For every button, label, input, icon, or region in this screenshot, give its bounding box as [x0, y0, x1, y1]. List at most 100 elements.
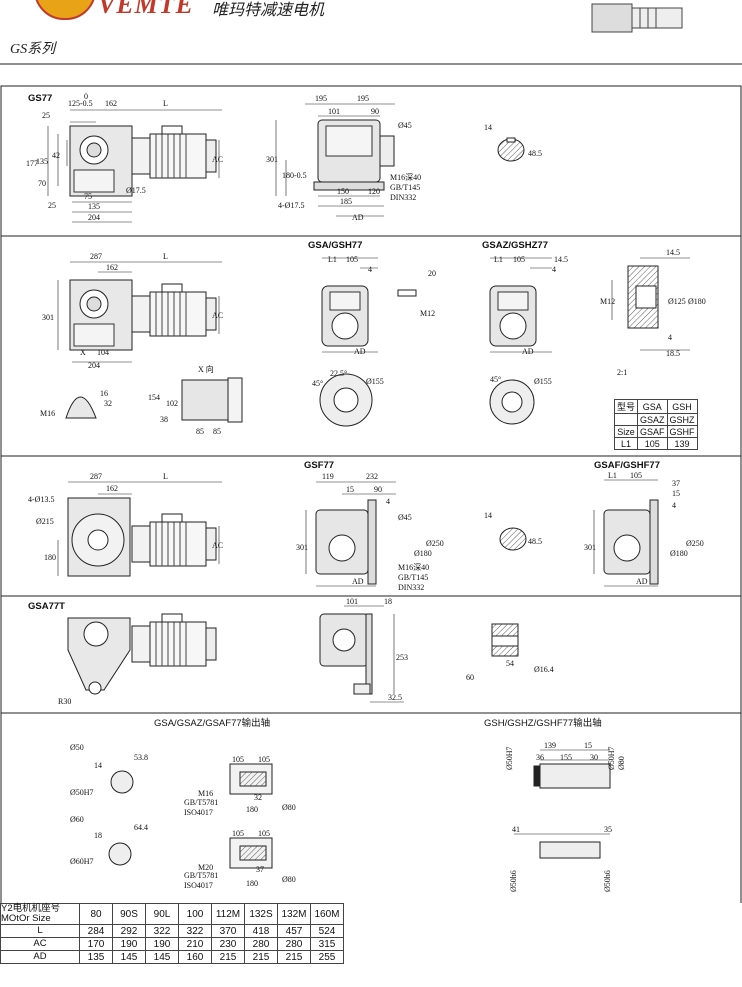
section-frames	[0, 63, 742, 903]
table-cell: GSH	[666, 399, 698, 414]
dim-180d: 180	[246, 879, 258, 888]
dim-104: 104	[97, 348, 109, 357]
dim-M16b: M16	[198, 789, 213, 798]
dim-32b: 32	[254, 793, 262, 802]
dim-d215: Ø215	[36, 517, 54, 526]
table-cell: 322	[145, 924, 179, 938]
dim-185: 185	[340, 197, 352, 206]
dim-15c: 15	[584, 741, 592, 750]
dim-180: 180-0.5	[282, 171, 307, 180]
label-solid-shaft: GSH/GSHZ/GSHF77输出轴	[484, 717, 602, 729]
dim-35: 35	[604, 825, 612, 834]
dim-64-4: 64.4	[134, 823, 148, 832]
dim-d80b: Ø80	[282, 875, 296, 884]
dim-301: 301	[266, 155, 278, 164]
size-cell: 100	[178, 903, 212, 925]
dim-d17-5: Ø17.5	[126, 186, 146, 195]
dim-d125: Ø125	[668, 297, 686, 306]
dim-41: 41	[512, 825, 520, 834]
dim-L2: L	[163, 252, 168, 261]
brand-name-chinese: 唯玛特减速电机	[212, 2, 325, 19]
dim-101: 101	[328, 107, 340, 116]
table-row: AC 170 190 190 210 230 280 280 315	[0, 937, 344, 951]
dim-177: 177	[26, 159, 38, 168]
table-cell: L1	[613, 437, 639, 450]
motor-size-table: Y2电机机座号 MOtOr Size 80 90S 90L 100 112M 1…	[0, 903, 344, 964]
dim-75: 75	[84, 192, 92, 201]
dim-d180: Ø180	[688, 297, 706, 306]
dim-301d: 301	[584, 543, 596, 552]
table-cell: 255	[310, 950, 344, 964]
dim-4: 4	[368, 265, 372, 274]
table-row: GSAZ GSHZ	[613, 413, 698, 426]
table-cell: GSAZ	[637, 413, 668, 426]
table-cell: 105	[637, 437, 668, 450]
dim-105g: 105	[258, 829, 270, 838]
dim-48-5b: 48.5	[528, 537, 542, 546]
table-row: L 284 292 322 322 370 418 457 524	[0, 924, 344, 938]
size-cell: 90S	[112, 903, 146, 925]
catalog-header: VEMTE 唯玛特减速电机 GS系列	[0, 0, 742, 64]
dim-32-5: 32.5	[388, 693, 402, 702]
dim-20: 20	[428, 269, 436, 278]
label-gsa-gsh77: GSA/GSH77	[308, 240, 362, 251]
table-cell: 370	[211, 924, 245, 938]
table-cell: GSHF	[666, 425, 698, 438]
table-cell: 160	[178, 950, 212, 964]
table-cell: 215	[211, 950, 245, 964]
dim-105: 105	[346, 255, 358, 264]
table-cell: 215	[244, 950, 278, 964]
dim-16: 16	[100, 389, 108, 398]
size-cell: 90L	[145, 903, 179, 925]
dim-204b: 204	[88, 361, 100, 370]
note-gbt145b: GB/T145	[398, 573, 428, 582]
table-header-row: Y2电机机座号 MOtOr Size 80 90S 90L 100 112M 1…	[0, 903, 344, 925]
dim-155: 155	[560, 753, 572, 762]
dim-d250b: Ø250	[686, 539, 704, 548]
dim-d16-4: Ø16.4	[534, 665, 554, 674]
dim-18: 18	[384, 597, 392, 606]
size-cell: 132M	[277, 903, 311, 925]
dim-4-d13-5: 4-Ø13.5	[28, 495, 54, 504]
dim-105d: 105	[232, 755, 244, 764]
dim-48-5: 48.5	[528, 149, 542, 158]
dim-85b: 85	[213, 427, 221, 436]
table-cell: 139	[666, 437, 698, 450]
dim-d50h6a: Ø50h6	[509, 870, 518, 892]
dim-d45b: Ø45	[398, 513, 412, 522]
table-cell: 322	[178, 924, 212, 938]
dim-d60H7: Ø60H7	[70, 857, 94, 866]
dim-AD5: AD	[636, 577, 648, 586]
dim-60: 60	[466, 673, 474, 682]
dim-15b: 15	[672, 489, 680, 498]
dim-180c: 180	[246, 805, 258, 814]
dim-L3: L	[163, 472, 168, 481]
dim-d50H7b: Ø50H7	[505, 746, 514, 770]
dim-AC2: AC	[212, 311, 223, 320]
dim-135b: 135	[88, 202, 100, 211]
dim-32: 32	[104, 399, 112, 408]
label-gsa77t: GSA77T	[28, 601, 65, 612]
dim-4e: 4	[672, 501, 676, 510]
dim-154: 154	[148, 393, 160, 402]
dim-AC3: AC	[212, 541, 223, 550]
dim-287b: 287	[90, 472, 102, 481]
table-cell: 215	[277, 950, 311, 964]
table-cell: 135	[79, 950, 113, 964]
dim-37b: 37	[256, 865, 264, 874]
view-X: X	[80, 348, 86, 357]
dim-14: 14	[484, 123, 492, 132]
dim-25: 25	[42, 111, 50, 120]
dim-15: 15	[346, 485, 354, 494]
shaft-size-table: 型号 GSA GSH GSAZ GSHZ Size GSAF GSHF L1 1…	[613, 399, 698, 450]
table-cell: 524	[310, 924, 344, 938]
dim-37: 37	[672, 479, 680, 488]
dim-301c: 301	[296, 543, 308, 552]
table-cell: 190	[145, 937, 179, 951]
table-header-label: Y2电机机座号 MOtOr Size	[0, 903, 80, 925]
table-cell: GSHZ	[666, 413, 698, 426]
dim-195b: 195	[357, 94, 369, 103]
dim-AC: AC	[212, 155, 223, 164]
